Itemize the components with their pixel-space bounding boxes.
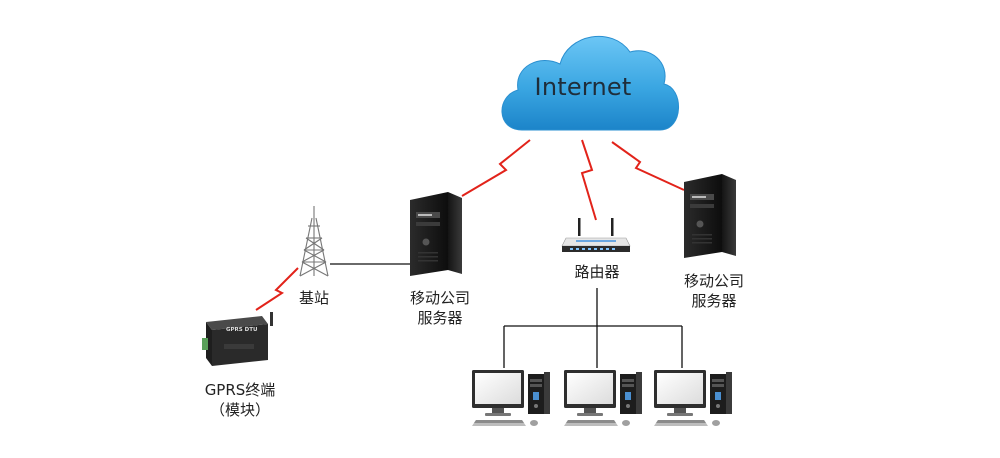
- server-icon: [410, 192, 462, 276]
- tower-icon: [299, 206, 329, 277]
- server-left-label: 移动公司 服务器: [390, 288, 490, 328]
- computer-icon: [472, 370, 550, 426]
- gprs-terminal-label-line1: GPRS终端: [204, 381, 276, 399]
- server-left-label-line1: 移动公司: [409, 289, 470, 307]
- router-icon: [561, 218, 631, 252]
- server-left-label-line2: 服务器: [417, 309, 463, 327]
- server-right-label-line1: 移动公司: [683, 272, 744, 290]
- server-right-label-line2: 服务器: [691, 292, 737, 310]
- cloud-label: Internet: [534, 73, 632, 101]
- computer-icon: [654, 370, 732, 426]
- router-label: 路由器: [574, 263, 620, 281]
- gprs-terminal-label: GPRS终端 （模块）: [190, 380, 290, 420]
- gprs-module-icon: GPRS DTU: [202, 312, 273, 366]
- computer-icon: [564, 370, 642, 426]
- server-right-label: 移动公司 服务器: [664, 271, 764, 311]
- wireless-link-cloud-right-server: [611, 141, 685, 191]
- gprs-terminal-label-line2: （模块）: [209, 401, 270, 419]
- cloud-icon: [501, 35, 679, 131]
- wireless-link-cloud-router: [580, 139, 597, 221]
- base-station-label: 基站: [298, 289, 329, 307]
- server-icon: [684, 174, 736, 258]
- gprs-device-text: GPRS DTU: [226, 327, 257, 333]
- wireless-link-cloud-left-server: [461, 139, 531, 197]
- wireless-links: [255, 139, 685, 311]
- wires: [330, 263, 683, 368]
- wireless-link-tower-gprs: [255, 267, 299, 311]
